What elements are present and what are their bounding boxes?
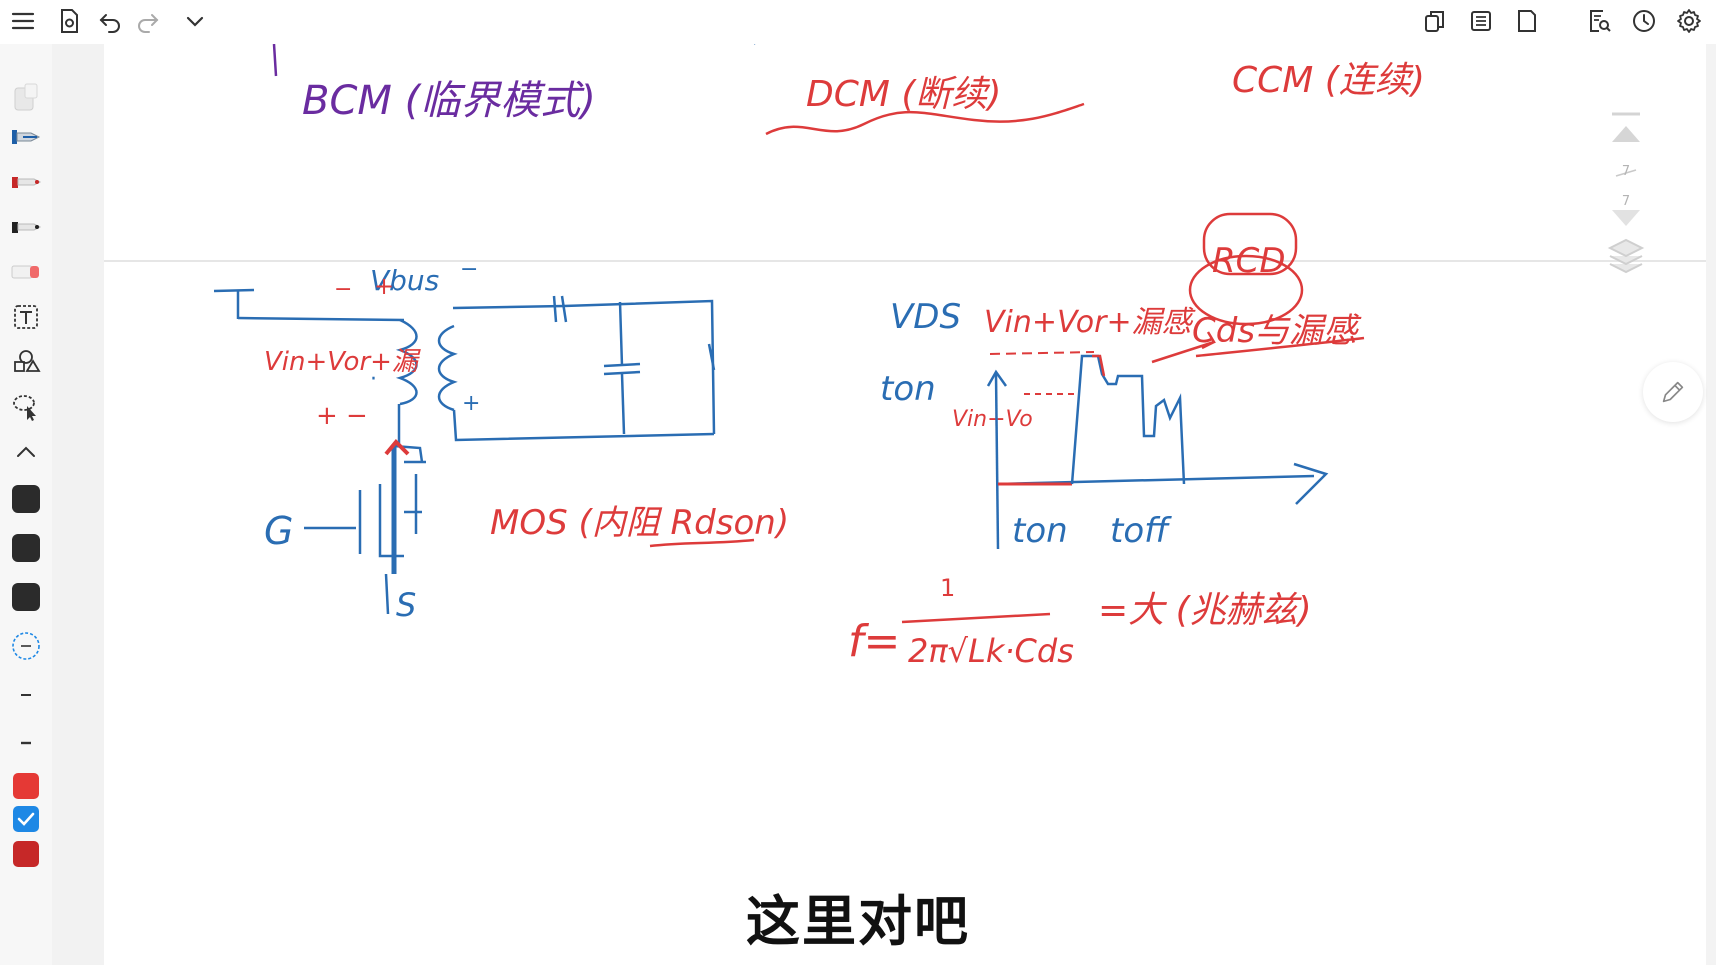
cds-note: Cds与漏感 (1192, 311, 1362, 351)
ccm-heading: CCM (连续) (1232, 60, 1425, 101)
search-document-icon[interactable] (1582, 4, 1616, 38)
gate-label: G (264, 509, 293, 553)
flyback-circuit (213, 288, 716, 615)
undo-icon[interactable] (94, 4, 128, 38)
note-canvas[interactable]: BCM (临界模式) DCM (断续) CCM (连续) (104, 44, 1706, 965)
cds-arrow (1151, 331, 1216, 364)
stroke-width-medium-icon[interactable] (4, 675, 48, 715)
formula-f: f= (848, 616, 900, 667)
vin-plus-vo-label: Vin+Vo (952, 407, 1033, 432)
vds-label: VDS (890, 297, 961, 337)
red-pen-tool-icon[interactable] (4, 162, 48, 202)
eraser-tool-icon[interactable] (4, 77, 48, 117)
ink-layer: BCM (临界模式) DCM (断续) CCM (连续) (104, 44, 1706, 670)
cds-underline (1195, 336, 1365, 358)
pencil-edit-button[interactable] (1643, 362, 1703, 422)
color-swatch-1[interactable] (4, 479, 48, 519)
top-toolbar (0, 0, 1716, 44)
copy-page-icon[interactable] (1418, 4, 1452, 38)
ink-stroke (272, 44, 278, 77)
page-down-icon (1612, 210, 1640, 226)
dcm-heading: DCM (断续) (806, 74, 1001, 115)
tool-sidebar (0, 44, 52, 965)
shapes-tool-icon[interactable] (4, 342, 48, 382)
secondary-plus-label: + (462, 391, 480, 416)
highlighter-tool-icon[interactable] (4, 252, 48, 292)
leakage-circle (1188, 254, 1304, 326)
formula-result: =大 (兆赫兹) (1098, 590, 1312, 631)
primary-polarity: + − (316, 401, 368, 431)
collapse-up-icon[interactable] (4, 432, 48, 472)
page-icon[interactable] (1510, 4, 1544, 38)
stroke-width-thin-icon[interactable] (4, 626, 48, 666)
formula-numerator: 1 (940, 574, 955, 602)
layers-icon (1607, 238, 1645, 274)
settings-gear-icon[interactable] (1672, 4, 1706, 38)
vbus-label: Vbus (370, 264, 439, 297)
ton-axis-label: ton (1012, 511, 1068, 551)
formula-fraction-bar (901, 612, 1051, 624)
dcm-underline (765, 102, 1085, 136)
color-swatch-blue-selected[interactable] (4, 799, 48, 839)
vbus-minus: − (334, 277, 352, 302)
black-pen-tool-icon[interactable] (4, 207, 48, 247)
list-icon[interactable] (1464, 4, 1498, 38)
menu-icon[interactable] (6, 4, 40, 38)
page-current: 7 (1621, 164, 1631, 179)
history-clock-icon[interactable] (1627, 4, 1661, 38)
color-swatch-darkred[interactable] (4, 834, 48, 874)
color-swatch-3[interactable] (4, 577, 48, 617)
vds-waveform (989, 351, 1186, 486)
current-arrow (384, 439, 410, 456)
color-swatch-red[interactable] (4, 766, 48, 806)
fountain-pen-tool-icon[interactable] (4, 117, 48, 157)
page-edge (1706, 44, 1716, 965)
rdson-underline (649, 538, 755, 548)
vin-vor-right-label: Vin+Vor+漏感 (984, 305, 1196, 340)
bcm-heading: BCM (临界模式) (302, 78, 596, 124)
pencil-icon (1662, 381, 1684, 403)
ton-left-label: ton (880, 369, 936, 409)
page-margin (52, 44, 104, 965)
primary-dot: · (370, 367, 377, 392)
secondary-dot-label: − (460, 257, 478, 282)
video-subtitle: 这里对吧 (746, 890, 970, 953)
vbus-plus: + (374, 272, 394, 300)
page-up-icon (1612, 126, 1640, 142)
mos-note: MOS (内阻 Rdson) (490, 503, 789, 543)
redo-icon[interactable] (130, 4, 164, 38)
toff-axis-label: toff (1110, 511, 1172, 551)
chevron-down-icon[interactable] (178, 4, 212, 38)
page-navigator: 7 7 (1598, 110, 1654, 300)
stroke-width-thick-icon[interactable] (4, 723, 48, 763)
vin-vor-left-label: Vin+Vor+漏 (264, 347, 421, 377)
document-settings-icon[interactable] (52, 4, 86, 38)
page-total: 7 (1621, 194, 1631, 209)
source-label: S (396, 586, 416, 624)
lasso-select-tool-icon[interactable] (4, 387, 48, 427)
text-tool-icon[interactable] (4, 297, 48, 337)
formula-denominator: 2π√Lk·Cds (908, 632, 1074, 670)
rcd-box (1202, 212, 1298, 276)
color-swatch-2[interactable] (4, 528, 48, 568)
